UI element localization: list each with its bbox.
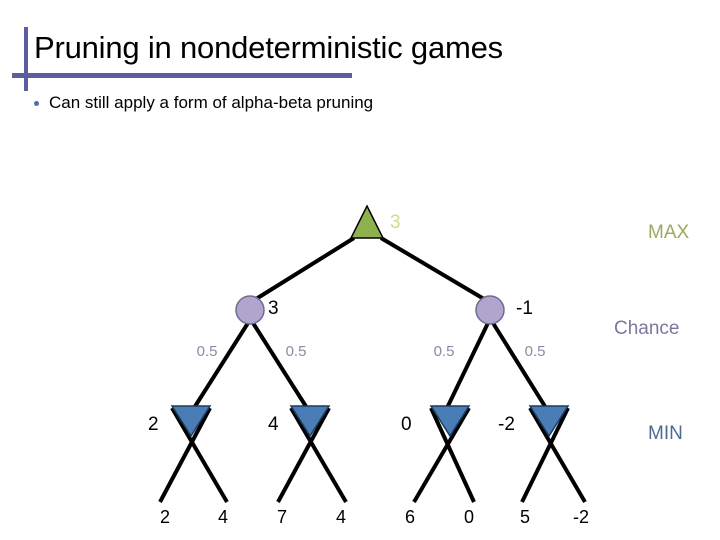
min-node-1[interactable]	[170, 405, 212, 438]
min-node-1-value-label: 2	[148, 414, 159, 435]
edge-chance-right-to-min3	[445, 322, 490, 409]
title-accent-vertical-bar	[24, 27, 28, 91]
legend-label-chance: Chance	[614, 318, 680, 339]
bullet-text: Can still apply a form of alpha-beta pru…	[49, 93, 374, 112]
max-root-value-label: 3	[390, 212, 401, 233]
edge-min4-to-leaf8	[528, 406, 587, 504]
leaf-value-3: 7	[276, 507, 288, 527]
min-node-3[interactable]	[429, 405, 471, 438]
chance-node-left[interactable]	[235, 295, 265, 325]
leaf-value-4: 4	[335, 507, 347, 527]
leaf-value-1: 2	[159, 507, 171, 527]
edge-root-to-chance-left	[254, 236, 356, 301]
chance-left-value-label: 3	[268, 298, 279, 319]
edge-min3-to-leaf6	[429, 407, 476, 503]
edge-min2-to-leaf3	[276, 407, 331, 503]
max-root-node[interactable]	[349, 204, 385, 239]
probability-label-4: 0.5	[524, 343, 546, 360]
edge-min1-to-leaf1	[158, 407, 212, 503]
chance-right-value-label: -1	[516, 298, 533, 319]
edge-min2-to-leaf4	[289, 406, 348, 504]
leaf-value-7: 5	[519, 507, 531, 527]
edge-min4-to-leaf7	[520, 407, 570, 503]
chance-node-right[interactable]	[475, 295, 505, 325]
bullet-item: Can still apply a form of alpha-beta pru…	[34, 91, 674, 114]
leaf-value-5: 6	[404, 507, 416, 527]
title-accent-horizontal-rule	[12, 73, 352, 78]
edge-chance-left-to-min2	[251, 321, 309, 410]
edge-min1-to-leaf2	[170, 406, 229, 504]
min-node-4-value-label: -2	[498, 414, 515, 435]
edge-root-to-chance-right	[379, 236, 486, 301]
tree-edges	[158, 236, 587, 504]
min-node-2-value-label: 4	[268, 414, 279, 435]
legend-label-min: MIN	[648, 423, 683, 444]
probability-label-1: 0.5	[196, 343, 218, 360]
legend-label-max: MAX	[648, 222, 690, 243]
edge-chance-left-to-min1	[192, 321, 250, 410]
min-node-4[interactable]	[528, 405, 570, 438]
leaf-value-2: 4	[217, 507, 229, 527]
probability-label-3: 0.5	[433, 343, 455, 360]
min-node-3-value-label: 0	[401, 414, 412, 435]
leaf-value-8: -2	[572, 507, 590, 527]
probability-label-2: 0.5	[285, 343, 307, 360]
page-title: Pruning in nondeterministic games	[34, 30, 503, 65]
edge-chance-right-to-min4	[491, 321, 548, 410]
edge-min3-to-leaf5	[412, 406, 471, 504]
bullet-dot-icon	[34, 101, 39, 106]
min-node-2[interactable]	[289, 405, 331, 438]
leaf-value-6: 0	[463, 507, 475, 527]
